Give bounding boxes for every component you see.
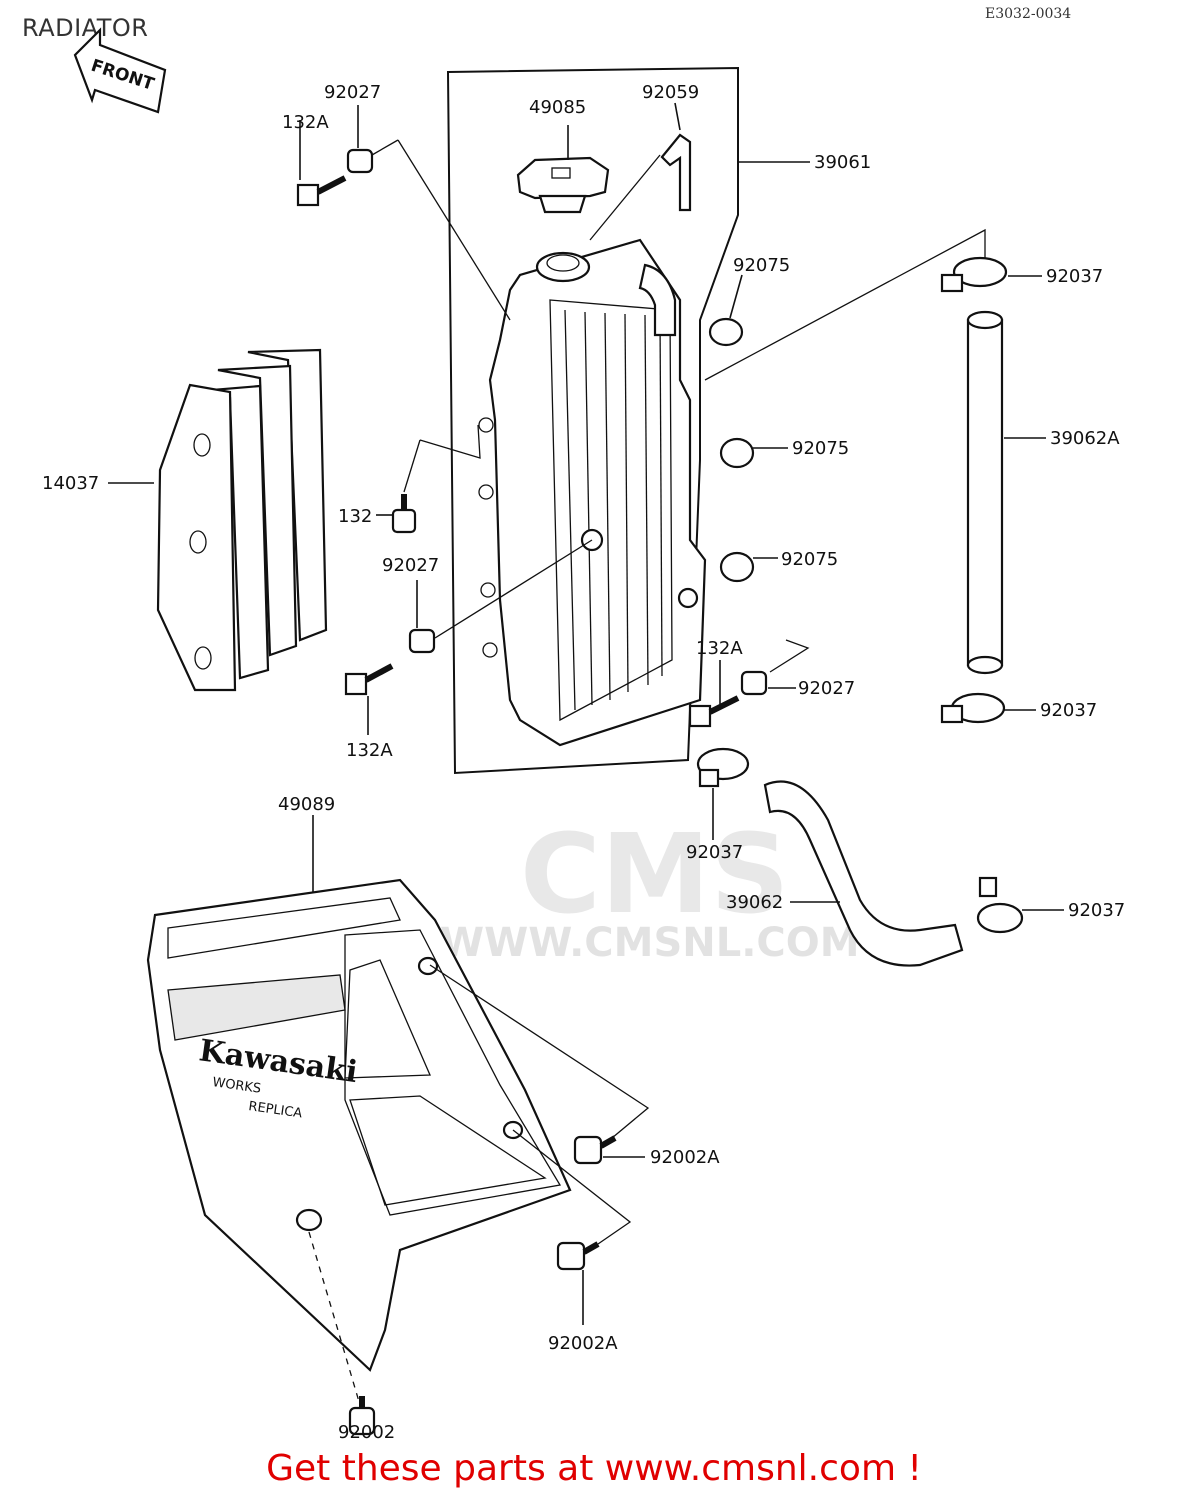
callout-labels: 92027 132A 49085 92059 39061 92037 92075… (42, 82, 1125, 1440)
callout-92002: 92002 (338, 1422, 395, 1440)
radiator-cap (516, 156, 610, 214)
callout-92002a-lower: 92002A (548, 1333, 618, 1354)
callout-92002a-upper: 92002A (650, 1147, 720, 1168)
callout-92027-right: 92027 (798, 678, 855, 699)
bolt-right (688, 695, 740, 728)
radiator-grille (156, 348, 328, 692)
callout-92037-lower: 92037 (686, 842, 743, 863)
callout-92037-right: 92037 (1068, 900, 1125, 921)
front-arrow: FRONT (73, 27, 167, 114)
hose-clamp-mid (940, 692, 1006, 724)
reference-code: E3032-0034 (985, 6, 1072, 22)
callout-132a-top: 132A (282, 112, 329, 133)
radiator-shroud: Kawasaki WORKS REPLICA (146, 878, 572, 1372)
callout-49085: 49085 (529, 97, 586, 118)
callout-132: 132 (338, 506, 372, 527)
callout-39061: 39061 (814, 152, 871, 173)
hose-clamp-lower-right (976, 876, 1024, 934)
assembly-outline (446, 66, 739, 775)
callout-132a-right: 132A (696, 638, 743, 659)
shroud-bolt-3 (348, 1396, 376, 1436)
bolt-132 (391, 494, 417, 534)
collar-right (740, 670, 768, 696)
page-title: RADIATOR (22, 14, 149, 42)
radiator-core (478, 238, 707, 747)
collar-top (346, 148, 374, 174)
callout-92075-mid: 92075 (792, 438, 849, 459)
callout-92037-upper: 92037 (1046, 266, 1103, 287)
grommet-1 (708, 317, 744, 347)
collar-mid (408, 628, 436, 654)
watermark-brand: CMS (520, 810, 790, 938)
grommet-3 (719, 551, 755, 583)
lower-hose (763, 780, 964, 967)
callout-132a-mid: 132A (346, 740, 393, 761)
watermark-url: WWW.CMSNL.COM (440, 920, 860, 966)
bolt-top (296, 175, 347, 207)
callout-92075-top: 92075 (733, 255, 790, 276)
shroud-line1: WORKS (211, 1075, 262, 1097)
callout-39062a: 39062A (1050, 428, 1120, 449)
shroud-bolt-2 (556, 1241, 600, 1271)
leader-lines (108, 102, 1064, 1406)
callout-92059: 92059 (642, 82, 699, 103)
parts-diagram: FRONT (42, 27, 1125, 1440)
callout-39062: 39062 (726, 892, 783, 913)
callout-92027-mid: 92027 (382, 555, 439, 576)
upper-hose (966, 310, 1004, 675)
bolt-mid (344, 663, 394, 696)
hose-clamp-upper (940, 256, 1008, 293)
overflow-pipe (660, 133, 692, 212)
hose-clamp-lower-left (696, 747, 750, 788)
grommet-2 (719, 437, 755, 469)
callout-92037-mid: 92037 (1040, 700, 1097, 721)
footer-cta-link[interactable]: Get these parts at www.cmsnl.com ! (266, 1448, 922, 1489)
callout-49089: 49089 (278, 794, 335, 815)
callout-92075-low: 92075 (781, 549, 838, 570)
callout-14037: 14037 (42, 473, 99, 494)
callout-92027-top: 92027 (324, 82, 381, 103)
shroud-line2: REPLICA (247, 1099, 303, 1121)
shroud-bolt-1 (573, 1135, 617, 1165)
